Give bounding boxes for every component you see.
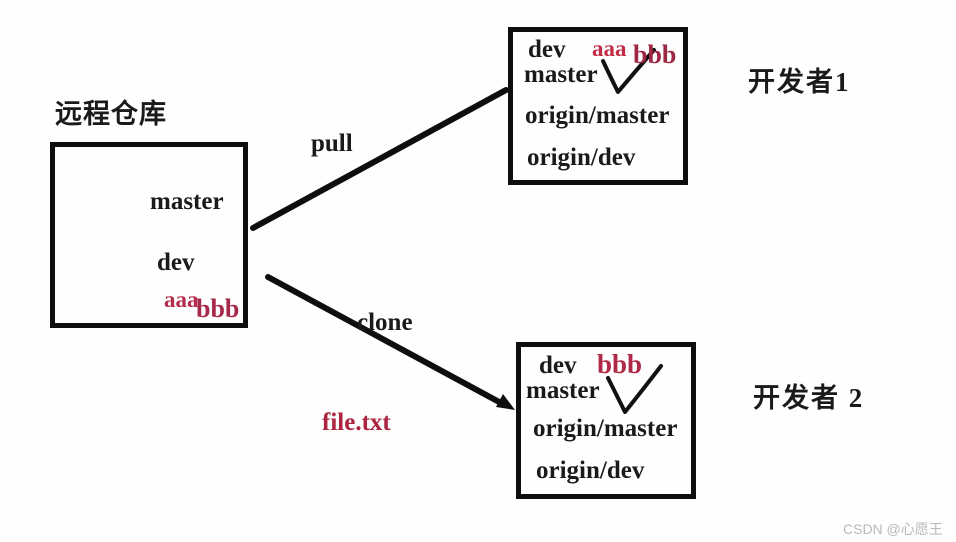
remote-commit-bbb-label: bbb	[196, 294, 240, 323]
developer1-title: 开发者1	[748, 67, 851, 97]
remote-repo-title: 远程仓库	[55, 99, 167, 129]
remote-dev-branch-label: dev	[157, 249, 195, 276]
clone-edge-label: clone	[357, 309, 413, 336]
csdn-watermark: CSDN @心愿王	[843, 521, 943, 537]
dev2-master-branch-label: master	[526, 377, 600, 404]
clone-arrowhead	[496, 394, 515, 410]
dev2-dev-branch-label: dev	[539, 352, 577, 379]
dev1-master-branch-label: master	[524, 61, 598, 88]
developer2-title: 开发者 2	[753, 383, 865, 413]
remote-master-branch-label: master	[150, 188, 224, 215]
dev1-commit-aaa-label: aaa	[592, 36, 627, 61]
dev2-origin-dev-label: origin/dev	[536, 457, 645, 484]
developer2-repo-box	[516, 342, 696, 499]
developer1-repo-box	[508, 27, 688, 185]
remote-repo-box	[50, 142, 248, 328]
dev1-origin-master-label: origin/master	[525, 102, 670, 129]
pull-line	[250, 87, 509, 231]
file-txt-label: file.txt	[322, 409, 391, 436]
remote-commit-aaa-label: aaa	[164, 287, 199, 312]
clone-line	[265, 274, 504, 406]
pull-edge-label: pull	[311, 130, 353, 157]
dev2-commit-bbb-label: bbb	[597, 349, 643, 379]
dev2-origin-master-label: origin/master	[533, 415, 678, 442]
dev1-dev-branch-label: dev	[528, 36, 566, 63]
dev1-origin-dev-label: origin/dev	[527, 144, 636, 171]
dev1-commit-bbb-label: bbb	[633, 40, 677, 69]
